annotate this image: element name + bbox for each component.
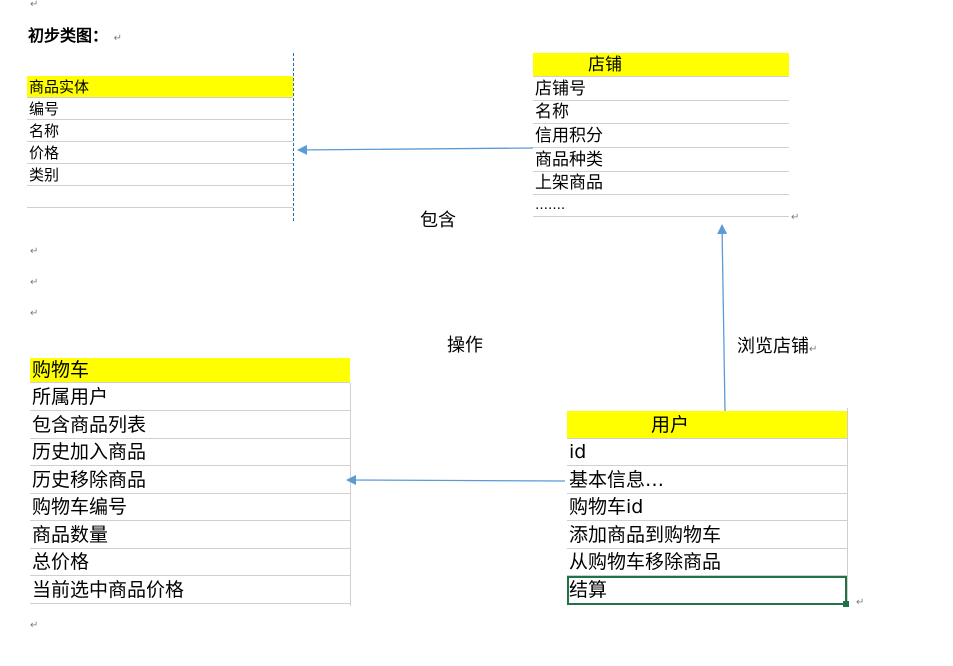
- relation-operates-label: 操作: [447, 335, 483, 356]
- shop-table: 店铺 店铺号 名称 信用积分 商品种类 上架商品 …….: [533, 53, 789, 217]
- product-field-price: 价格: [27, 142, 293, 164]
- return-mark: ↵: [809, 344, 818, 355]
- cart-field-owner: 所属用户: [30, 383, 350, 411]
- return-mark: ↵: [856, 597, 865, 608]
- return-mark: ↵: [30, 308, 39, 319]
- diagram-heading: 初步类图： ↵: [28, 22, 122, 46]
- cart-field-cart-number: 购物车编号: [30, 494, 350, 521]
- user-table-border: [847, 408, 848, 604]
- user-field-basic-info: 基本信息…: [567, 466, 847, 494]
- user-field-id: id: [567, 439, 847, 466]
- user-field-add-to-cart: 添加商品到购物车: [567, 521, 847, 549]
- user-table: 用户 id 基本信息… 购物车id 添加商品到购物车 从购物车移除商品 结算: [567, 411, 847, 605]
- cart-field-total-price: 总价格: [30, 549, 350, 576]
- cart-field-removed-history: 历史移除商品: [30, 466, 350, 494]
- return-mark: ↵: [30, 277, 39, 288]
- product-entity-table: 商品实体 编号 名称 价格 类别: [27, 76, 293, 208]
- user-field-cart-id: 购物车id: [567, 494, 847, 521]
- shop-field-credit: 信用积分: [533, 124, 789, 148]
- heading-text: 初步类图：: [28, 26, 109, 45]
- shop-field-product-types: 商品种类: [533, 148, 789, 172]
- user-title: 用户: [567, 411, 847, 439]
- return-mark: ↵: [113, 33, 122, 44]
- cart-field-quantity: 商品数量: [30, 521, 350, 549]
- cart-field-added-history: 历史加入商品: [30, 439, 350, 466]
- cart-field-product-list: 包含商品列表: [30, 411, 350, 439]
- cart-field-selected-price: 当前选中商品价格: [30, 576, 350, 604]
- product-field-name: 名称: [27, 120, 293, 142]
- user-field-remove-from-cart: 从购物车移除商品: [567, 549, 847, 576]
- return-mark: ↵: [30, 620, 39, 631]
- cart-table-border: [350, 383, 351, 606]
- return-mark: ↵: [791, 212, 800, 223]
- return-mark: ↵: [30, 246, 39, 257]
- cart-table: 购物车 所属用户 包含商品列表 历史加入商品 历史移除商品 购物车编号 商品数量…: [30, 358, 350, 604]
- relation-browse-label: 浏览店铺↵: [737, 332, 817, 358]
- shop-field-number: 店铺号: [533, 77, 789, 101]
- selection-fill-handle[interactable]: [843, 601, 849, 607]
- product-entity-title: 商品实体: [27, 76, 293, 98]
- shop-field-listed-products: 上架商品: [533, 172, 789, 195]
- cart-title: 购物车: [30, 358, 350, 383]
- product-field-empty: [27, 186, 293, 208]
- arrow-user-to-shop: [717, 224, 728, 412]
- return-mark: ↵: [30, 0, 39, 10]
- shop-title: 店铺: [533, 53, 789, 77]
- arrow-shop-to-product: [297, 144, 534, 155]
- relation-browse-text: 浏览店铺: [737, 336, 809, 357]
- shop-field-name: 名称: [533, 101, 789, 124]
- arrow-user-to-cart: [346, 475, 566, 486]
- product-field-id: 编号: [27, 98, 293, 120]
- product-field-category: 类别: [27, 164, 293, 186]
- product-table-border: [293, 53, 294, 221]
- shop-field-ellipsis: …….: [533, 195, 789, 217]
- relation-contains-label: 包含: [420, 210, 456, 231]
- user-field-checkout[interactable]: 结算: [567, 576, 847, 605]
